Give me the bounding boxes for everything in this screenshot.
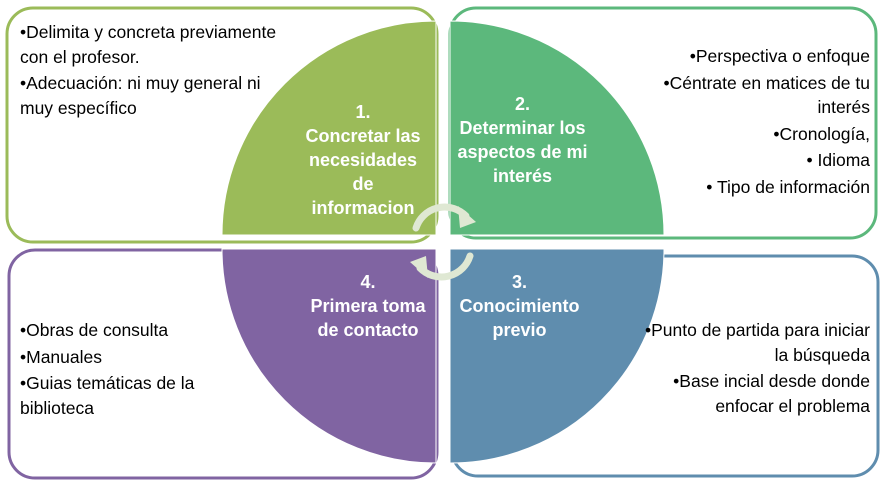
quadrant-2-title: 2. Determinar los aspectos de mi interés	[455, 92, 590, 188]
note-item: •Guias temáticas de la biblioteca	[20, 373, 195, 418]
sector-top-right	[449, 20, 665, 236]
quadrant-1-label: Concretar las necesidades de informacion	[305, 126, 421, 218]
quadrant-4-label: Primera toma de contacto	[310, 296, 426, 340]
note-item: • Idioma	[806, 150, 870, 170]
note-item: •Obras de consulta	[20, 320, 169, 340]
sector-top-left	[221, 20, 437, 236]
quadrant-2-number: 2.	[514, 94, 530, 114]
cycle-arrows-icon	[410, 203, 476, 281]
note-item: • Tipo de información	[706, 176, 870, 197]
notes-bottom-left: •Obras de consulta •Manuales •Guias temá…	[20, 318, 240, 422]
quadrant-2-label: Determinar los aspectos de mi interés	[457, 118, 588, 186]
quadrant-1-title: 1. Concretar las necesidades de informac…	[300, 100, 426, 220]
quadrant-4-title: 4. Primera toma de contacto	[305, 270, 431, 342]
note-item: •Base incial desde donde enfocar el prob…	[673, 371, 870, 416]
quadrant-3-number: 3.	[511, 272, 527, 292]
notes-top-right: •Perspectiva o enfoque •Céntrate en mati…	[620, 44, 870, 201]
note-item: •Adecuación: ni muy general ni muy espec…	[20, 73, 261, 118]
notes-top-left: •Delimita y concreta previamente con el …	[20, 20, 290, 122]
note-item: •Punto de partida para iniciar la búsque…	[644, 320, 870, 365]
note-item: •Perspectiva o enfoque	[689, 46, 870, 66]
quadrant-4-number: 4.	[360, 272, 376, 292]
quadrant-3-title: 3. Conocimiento previo	[452, 270, 587, 342]
note-item: •Manuales	[20, 346, 103, 367]
sector-bottom-left	[221, 248, 437, 464]
note-item: •Cronología,	[773, 123, 870, 144]
quadrant-3-label: Conocimiento previo	[459, 296, 580, 340]
quadrant-1-number: 1.	[355, 102, 371, 122]
notes-bottom-right: •Punto de partida para iniciar la búsque…	[630, 318, 870, 420]
note-item: •Delimita y concreta previamente con el …	[20, 22, 277, 67]
note-item: •Céntrate en matices de tu interés	[663, 72, 870, 118]
sector-bottom-right	[449, 248, 665, 464]
